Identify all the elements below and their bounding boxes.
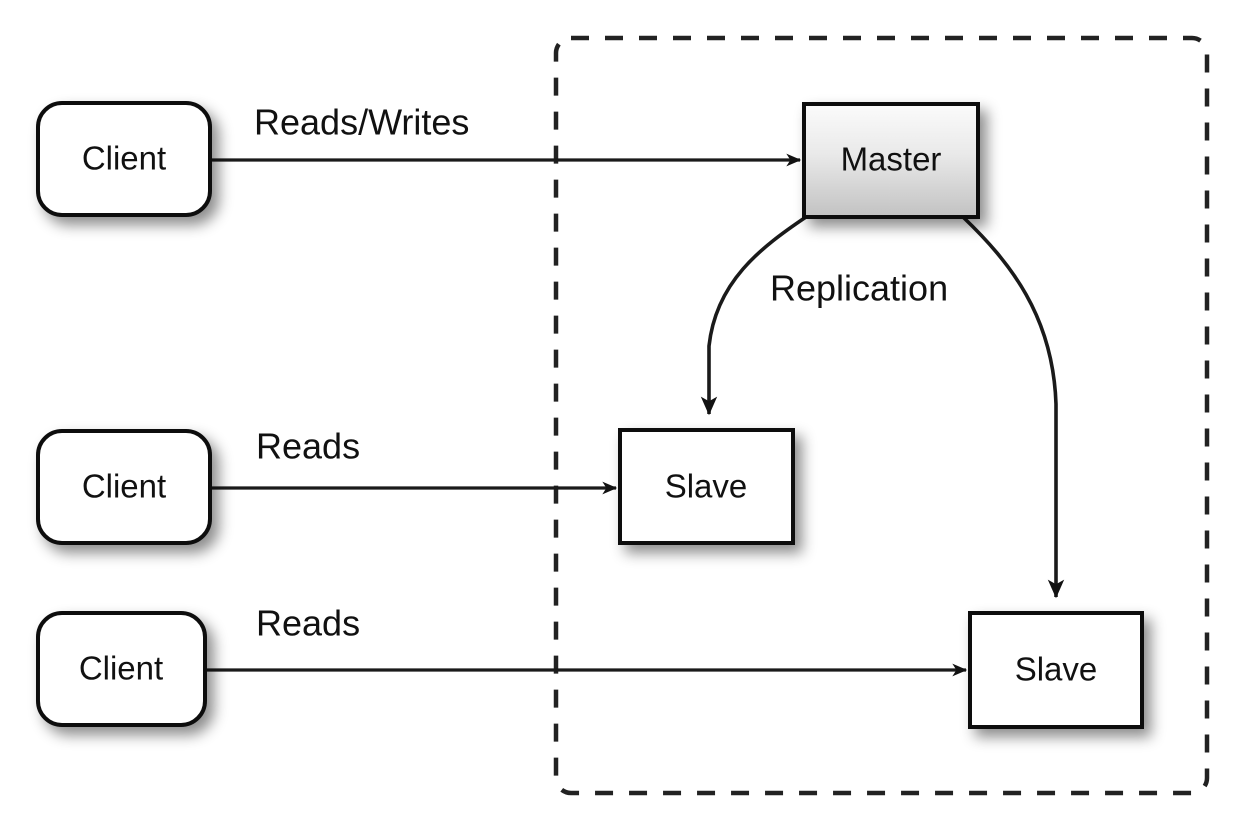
database-cluster-boundary [553, 35, 1210, 796]
edge-master-to-slave1-replication [700, 215, 808, 416]
client-3-label: Client [79, 650, 163, 687]
client-1-label: Client [82, 140, 166, 177]
node-slave-2[interactable]: Slave [968, 611, 1144, 729]
master-box[interactable] [802, 102, 980, 219]
client-2-label: Client [82, 468, 166, 505]
client-2-box[interactable] [36, 429, 212, 545]
node-slave-1[interactable]: Slave [618, 428, 795, 545]
slave-1-box[interactable] [618, 428, 795, 545]
node-client-1[interactable]: Client [36, 101, 212, 217]
edge-master-to-slave2-replication [961, 215, 1065, 599]
node-client-2[interactable]: Client [36, 429, 212, 545]
node-master[interactable]: Master [802, 102, 980, 219]
client-3-box[interactable] [36, 611, 207, 727]
slave-2-box[interactable] [968, 611, 1144, 729]
edge-label-reads-slave1: Reads [256, 426, 360, 467]
master-label: Master [841, 141, 942, 178]
edge-label-reads-writes: Reads/Writes [254, 102, 469, 143]
edge-label-replication: Replication [770, 268, 948, 309]
slave-2-label: Slave [1015, 651, 1098, 688]
client-1-box[interactable] [36, 101, 212, 217]
slave-1-label: Slave [665, 468, 748, 505]
edge-label-reads-slave2: Reads [256, 603, 360, 644]
node-client-3[interactable]: Client [36, 611, 207, 727]
